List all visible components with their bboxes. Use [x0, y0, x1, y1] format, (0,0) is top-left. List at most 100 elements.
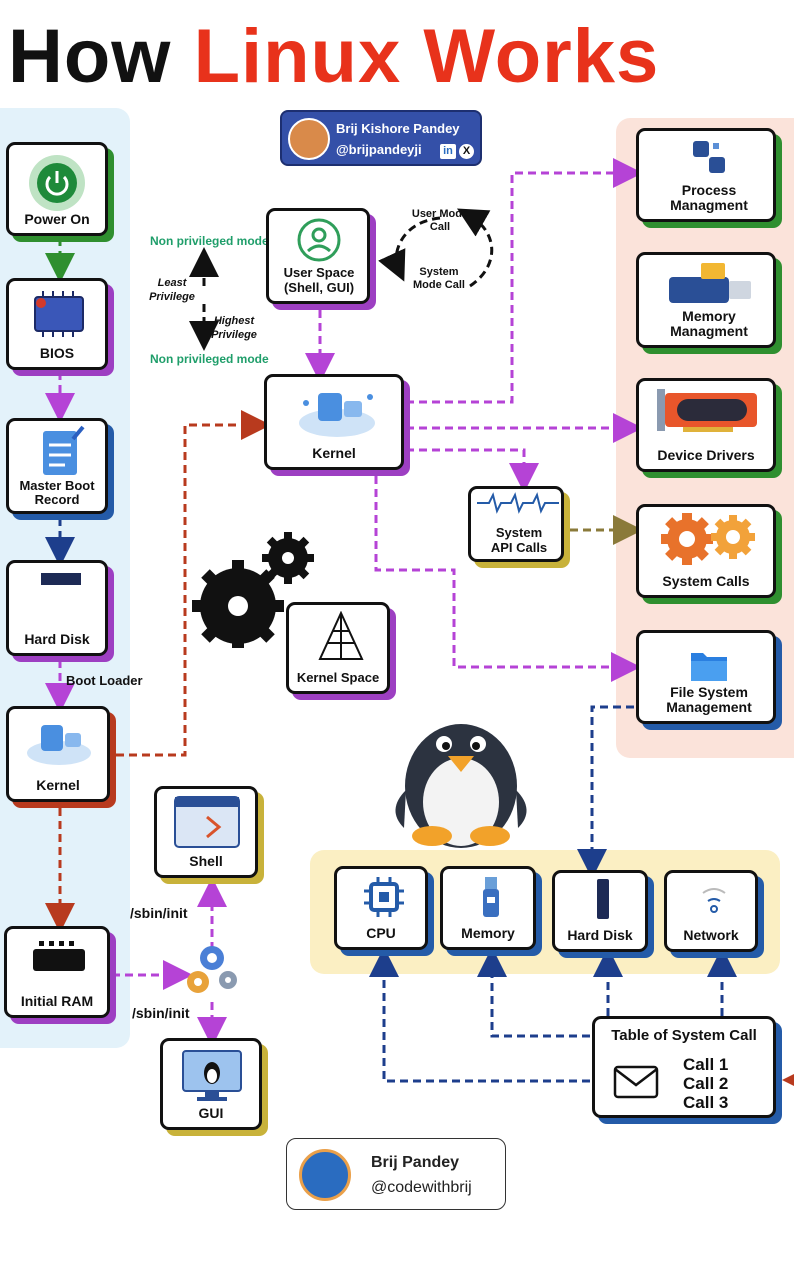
power-on-card: Power On — [6, 142, 108, 236]
power-on-label: Power On — [24, 211, 90, 227]
footer-author-card: Brij Pandey @codewithbrij — [286, 1138, 506, 1210]
kernel-label: Kernel — [312, 445, 356, 461]
memory-stick-icon — [483, 877, 499, 917]
memory-card: Memory — [440, 866, 536, 950]
gui-card: GUI — [160, 1038, 262, 1130]
memory-management-label: Memory Managment — [670, 308, 748, 339]
hdd-icon — [597, 879, 609, 919]
boot-kernel-label: Kernel — [36, 777, 80, 793]
process-management-card: Process Managment — [636, 128, 776, 222]
page-title: How Linux Works — [8, 12, 659, 102]
tux-penguin-icon — [395, 724, 527, 848]
shell-card: Shell — [154, 786, 258, 878]
power-icon — [29, 155, 85, 211]
cpu-card: CPU — [334, 866, 428, 950]
kernel-space-label: Kernel Space — [296, 670, 380, 685]
wifi-icon — [702, 888, 726, 913]
footer-name: Brij Pandey — [371, 1154, 460, 1171]
system-api-calls-card: System API Calls — [468, 486, 564, 562]
system-call-table-card: Table of System Call Call 1 Call 2 Call … — [592, 1016, 776, 1118]
pyramid-icon — [318, 611, 364, 660]
x-icon[interactable]: X — [459, 144, 474, 159]
settings-gears-icon — [661, 513, 755, 565]
user-icon — [297, 218, 341, 262]
non-privileged-mode-top: Non privileged mode — [150, 234, 269, 248]
file-system-label: File System Management — [666, 684, 752, 715]
memory-management-card: Memory Managment — [636, 252, 776, 348]
arrow-kernel-api — [406, 448, 539, 493]
kernel-card: Kernel — [264, 374, 404, 470]
arrow-system-mode-call — [456, 208, 494, 288]
arrow-kernel-fs — [374, 476, 641, 682]
chip-icon — [34, 291, 84, 337]
kernel-server-icon — [299, 393, 375, 437]
device-drivers-label: Device Drivers — [657, 447, 755, 463]
arrow-kernel-process — [406, 158, 643, 404]
system-call-3: Call 3 — [683, 1093, 729, 1112]
memory-label: Memory — [461, 925, 515, 941]
user-space-card: User Space (Shell, GUI) — [266, 208, 370, 304]
bios-label: BIOS — [39, 345, 75, 361]
boot-kernel-card: Kernel — [6, 706, 110, 802]
system-call-2: Call 2 — [683, 1074, 729, 1093]
device-drivers-card: Device Drivers — [636, 378, 776, 472]
user-space-label: User Space (Shell, GUI) — [283, 265, 355, 295]
hardware-hard-disk-card: Hard Disk — [552, 870, 648, 952]
cpu-icon — [364, 877, 404, 917]
process-management-label: Process Managment — [670, 182, 748, 213]
shell-label: Shell — [189, 853, 223, 869]
waveform-icon — [477, 492, 559, 514]
linkedin-icon[interactable]: in — [440, 144, 456, 159]
network-label: Network — [683, 927, 739, 943]
system-api-calls-label: System API Calls — [490, 525, 548, 555]
server-icon — [27, 725, 91, 765]
least-privilege-label: Least Privilege — [149, 277, 195, 303]
boot-loader-label: Boot Loader — [66, 673, 143, 688]
arrow-user-mode-call — [378, 216, 441, 282]
terminal-icon — [174, 796, 240, 848]
system-calls-label: System Calls — [662, 573, 750, 589]
envelope-icon — [613, 1065, 659, 1099]
usb-drive-icon — [669, 263, 751, 303]
title-part-1: How — [8, 14, 172, 99]
arrow-kernel-kernel — [116, 410, 271, 757]
user-mode-call-label: User Mode Call — [411, 208, 469, 233]
gears-icon — [192, 532, 314, 648]
footer-avatar — [299, 1149, 351, 1201]
arrow-fs-hdd — [577, 705, 634, 879]
highest-privilege-label: Highest Privilege — [211, 315, 257, 341]
mbr-label: Master Boot Record — [19, 478, 95, 507]
system-call-table-title: Table of System Call — [611, 1027, 757, 1044]
sbin-init-bottom: /sbin/init — [132, 1005, 190, 1021]
ram-icon — [33, 941, 85, 971]
author-handle: @brijpandeyji — [336, 142, 422, 157]
hard-disk-label: Hard Disk — [24, 631, 90, 647]
initial-ram-label: Initial RAM — [20, 993, 94, 1009]
hard-disk-card: Hard Disk — [6, 560, 108, 656]
system-call-1: Call 1 — [683, 1055, 729, 1074]
footer-handle: @codewithbrij — [371, 1179, 472, 1196]
title-part-2: Linux Works — [193, 14, 660, 99]
folder-icon — [691, 653, 727, 681]
gui-label: GUI — [198, 1105, 224, 1121]
cpu-label: CPU — [366, 925, 396, 941]
init-gears-icon — [187, 946, 237, 993]
mbr-card: Master Boot Record — [6, 418, 108, 514]
file-system-card: File System Management — [636, 630, 776, 724]
sbin-init-top: /sbin/init — [130, 905, 188, 921]
kernel-space-card: Kernel Space — [286, 602, 390, 694]
author-badge: Brij Kishore Pandey @brijpandeyji in X — [280, 110, 482, 166]
avatar — [288, 118, 330, 160]
system-calls-card: System Calls — [636, 504, 776, 598]
non-privileged-mode-bottom: Non privileged mode — [150, 352, 269, 366]
linux-monitor-icon — [182, 1050, 242, 1101]
edge-arrow — [782, 1074, 794, 1086]
hardware-hard-disk-label: Hard Disk — [567, 927, 633, 943]
system-mode-call-label: System Mode Call — [413, 266, 465, 291]
process-icon — [693, 141, 725, 173]
disk-icon — [41, 573, 81, 585]
author-name: Brij Kishore Pandey — [336, 121, 460, 136]
graphics-card-icon — [657, 389, 757, 432]
initial-ram-card: Initial RAM — [4, 926, 110, 1018]
